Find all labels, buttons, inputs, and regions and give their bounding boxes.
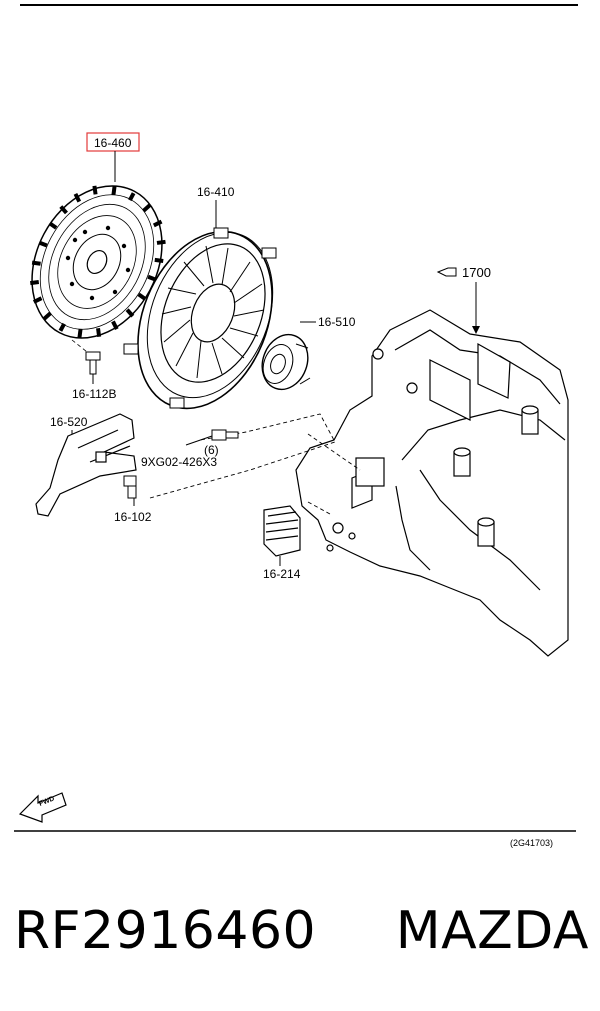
- callout-16-520: 16-520: [50, 415, 88, 429]
- callout-16-410: 16-410: [197, 185, 235, 199]
- cover-bolt: [185, 429, 239, 446]
- pivot-bolt: [123, 475, 137, 499]
- callout-16-460: 16-460: [94, 136, 132, 150]
- highlight-box: [86, 132, 140, 152]
- part-footer: RF2916460 MAZDA: [14, 896, 589, 966]
- pointer-hand-icon: [436, 267, 457, 277]
- callout-bolt-count: (6): [204, 443, 219, 457]
- reference-code: (2G41703): [510, 838, 553, 848]
- part-number: RF2916460: [14, 901, 317, 961]
- release-fork: [35, 413, 137, 517]
- pressure-plate: [123, 227, 277, 410]
- flywheel-bolt: [71, 339, 101, 384]
- brand-name: MAZDA: [395, 901, 589, 961]
- fwd-arrow-icon: [18, 792, 67, 823]
- release-bearing: [261, 333, 311, 391]
- callout-16-214: 16-214: [263, 567, 301, 581]
- dust-boot: [263, 505, 301, 557]
- callout-bolt-spec: 9XG02-426X3: [141, 455, 217, 469]
- callout-16-510: 16-510: [318, 315, 356, 329]
- clutch-disc: [29, 185, 166, 339]
- callout-16-102: 16-102: [114, 510, 152, 524]
- callout-16-112b: 16-112B: [72, 387, 116, 401]
- callout-1700: 1700: [462, 265, 491, 280]
- transmission-case: [295, 309, 569, 657]
